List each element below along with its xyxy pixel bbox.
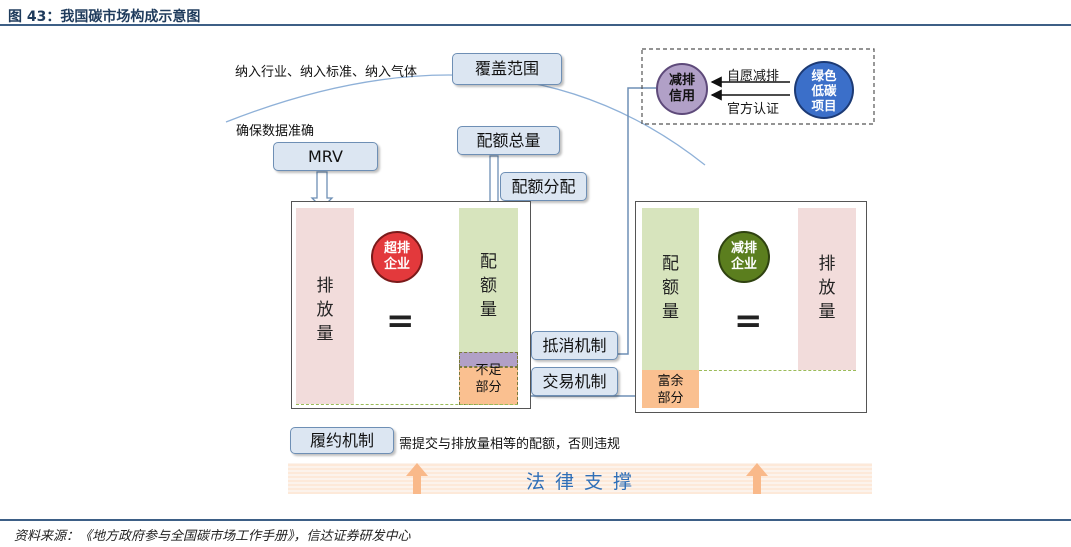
- offset-mechanism-box: 抵消机制: [531, 331, 618, 360]
- footer-divider: [0, 519, 1071, 521]
- law-arrow-right: [746, 463, 768, 494]
- credits-box: [641, 48, 875, 125]
- title-divider: [0, 24, 1071, 26]
- green-project-icon: 绿色低碳项目: [794, 61, 854, 119]
- surplus-label: 富余部分: [657, 374, 684, 406]
- law-support-band: [288, 463, 872, 494]
- mrv-box: MRV: [273, 142, 378, 171]
- mrv-label: MRV: [308, 147, 343, 166]
- right-emission-label: 排 放 量: [818, 254, 836, 322]
- emission-credit-icon: 减排信用: [656, 63, 708, 115]
- compliance-box: 履约机制: [290, 427, 394, 454]
- left-baseline: [296, 404, 518, 405]
- reducing-company-icon: 减排企业: [718, 231, 770, 283]
- coverage-note: 纳入行业、纳入标准、纳入气体: [235, 65, 418, 80]
- shortfall-label: 不足部分: [475, 363, 502, 395]
- compliance-label: 履约机制: [309, 431, 374, 450]
- left-emission-label: 排 放 量: [316, 276, 334, 344]
- voluntary-label: 自愿减排: [727, 69, 780, 84]
- quota-allocation-label: 配额分配: [511, 177, 576, 196]
- trading-mechanism-label: 交易机制: [542, 372, 607, 391]
- trading-mechanism-box: 交易机制: [531, 367, 618, 396]
- law-support-label: 法 律 支 撑: [525, 471, 635, 493]
- surplus-segment: [642, 370, 699, 408]
- right-equals-sign: =: [734, 301, 763, 341]
- law-arrow-left: [406, 463, 428, 494]
- left-quota-bar: [459, 208, 518, 352]
- official-label: 官方认证: [727, 102, 780, 117]
- left-quota-label: 配 额 量: [480, 252, 497, 320]
- quota-total-box: 配额总量: [457, 126, 560, 155]
- coverage-box: 覆盖范围: [452, 53, 562, 85]
- right-quota-label: 配 额 量: [662, 254, 679, 322]
- right-quota-bar: [642, 208, 699, 370]
- shortfall-offset-segment: [459, 352, 518, 367]
- mrv-note: 确保数据准确: [236, 124, 315, 139]
- source-note: 资料来源：《地方政府参与全国碳市场工作手册》，信达证券研发中心: [14, 529, 411, 544]
- offset-mechanism-label: 抵消机制: [542, 336, 607, 355]
- quota-allocation-box: 配额分配: [500, 172, 587, 201]
- right-emission-bar: [798, 208, 856, 370]
- quota-total-label: 配额总量: [476, 131, 541, 150]
- coverage-label: 覆盖范围: [474, 59, 539, 78]
- compliance-note: 需提交与排放量相等的配额，否则违规: [399, 437, 621, 452]
- figure-title: 图 43：我国碳市场构成示意图: [8, 9, 201, 25]
- over-emitting-company-icon: 超排企业: [371, 231, 423, 283]
- left-emission-bar: [296, 208, 354, 404]
- right-baseline: [699, 370, 856, 371]
- left-equals-sign: =: [386, 301, 415, 341]
